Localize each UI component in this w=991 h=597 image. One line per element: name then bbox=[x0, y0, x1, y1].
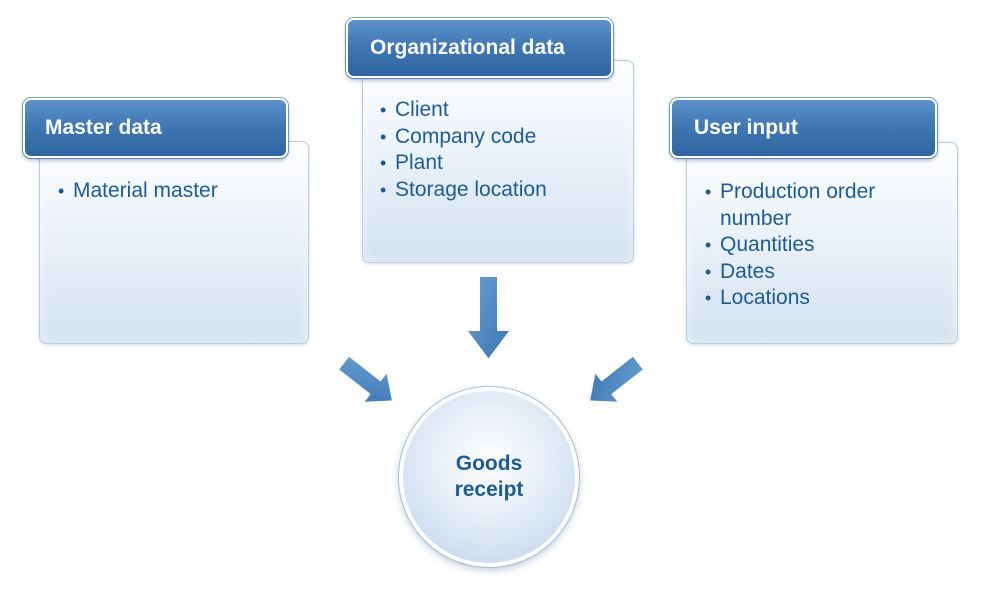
user-input-item: Production order number bbox=[705, 179, 925, 232]
user-input-tab: User input bbox=[670, 98, 937, 158]
master-data-tab: Master data bbox=[23, 98, 288, 158]
user-input-item: Dates bbox=[705, 259, 925, 286]
user-input-item: Locations bbox=[705, 285, 925, 312]
user-input-list: Production order number Quantities Dates… bbox=[705, 179, 925, 312]
organizational-data-item: Plant bbox=[380, 150, 630, 177]
organizational-data-item: Company code bbox=[380, 124, 630, 151]
master-data-title: Master data bbox=[45, 116, 162, 139]
organizational-data-item: Storage location bbox=[380, 177, 630, 204]
user-input-item: Quantities bbox=[705, 232, 925, 259]
down-arrow-icon bbox=[465, 275, 512, 361]
organizational-data-item: Client bbox=[380, 97, 630, 124]
user-input-panel: Production order number Quantities Dates… bbox=[686, 142, 958, 344]
organizational-data-title: Organizational data bbox=[370, 36, 565, 59]
user-input-title: User input bbox=[694, 116, 798, 139]
goods-receipt-label: Goods receipt bbox=[454, 452, 524, 501]
goods-receipt-circle: Goods receipt bbox=[399, 387, 579, 567]
diagonal-arrow-right-icon bbox=[336, 354, 395, 404]
diagonal-arrow-left-icon bbox=[587, 354, 646, 404]
master-data-panel: Material master bbox=[39, 141, 309, 344]
organizational-data-list: Client Company code Plant Storage locati… bbox=[380, 97, 630, 203]
master-data-item: Material master bbox=[58, 178, 298, 205]
organizational-data-panel: Client Company code Plant Storage locati… bbox=[362, 60, 634, 263]
organizational-data-tab: Organizational data bbox=[346, 18, 613, 78]
master-data-list: Material master bbox=[58, 178, 298, 205]
